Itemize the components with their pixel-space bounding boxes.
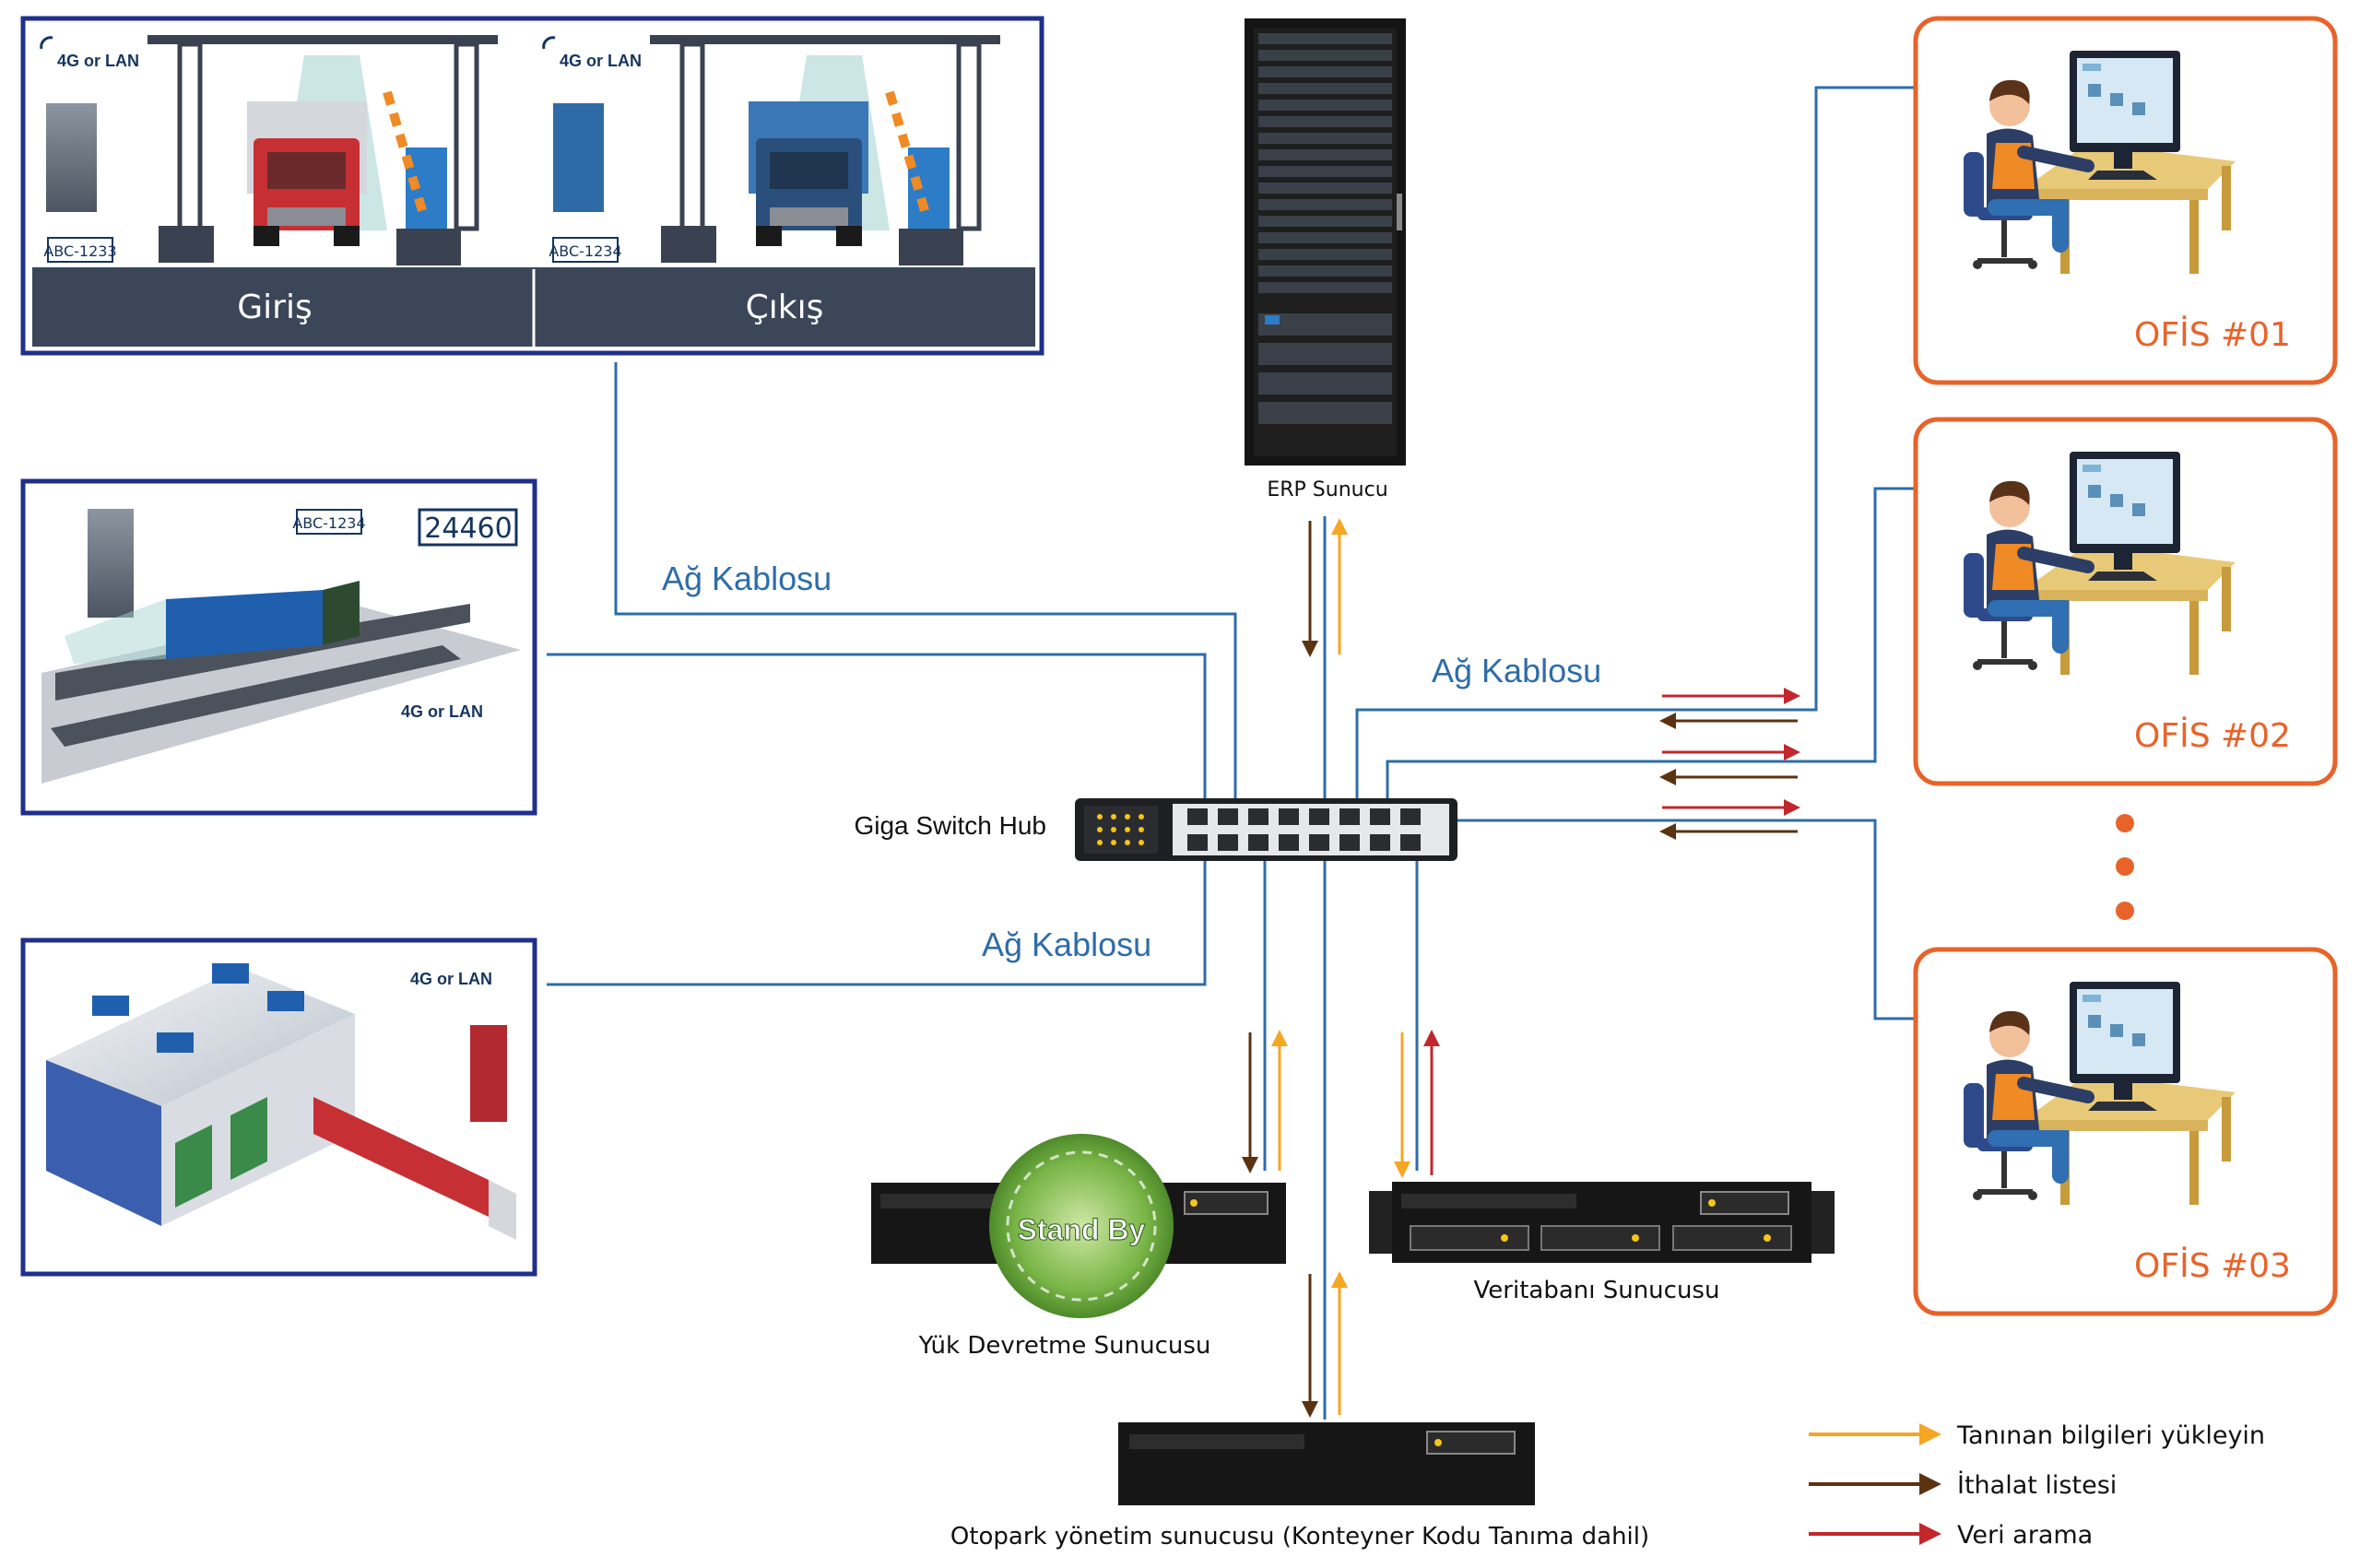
lane-label-entry: Giriş (237, 289, 312, 326)
gate-badge-right: 4G or LAN (560, 52, 642, 70)
exit-gate-illustration: 4G or LAN ABC-1234 (542, 35, 1000, 265)
weighbridge-badge: 4G or LAN (401, 702, 483, 721)
failover-server-label: Yük Devretme Sunucusu (918, 1332, 1211, 1360)
office-03: OFİS #03 (1913, 947, 2338, 1316)
weighbridge-panel: ABC-1234 24460 4G or LAN (20, 478, 537, 816)
legend: Tanınan bilgileri yükleyin İthalat liste… (1809, 1421, 2265, 1550)
standby-icon: Stand By (989, 1134, 1174, 1318)
legend-label-upload: Tanınan bilgileri yükleyin (1956, 1421, 2265, 1450)
cable-warehouse-to-switch (547, 843, 1207, 986)
erp-server-rack (1245, 18, 1406, 466)
database-server-label: Veritabanı Sunucusu (1474, 1277, 1720, 1304)
parking-management-server (1118, 1422, 1535, 1505)
gate-badge-left: 4G or LAN (57, 52, 139, 70)
entry-gate-illustration: 4G or LAN ABC-1233 (40, 35, 498, 265)
gate-plate-left: ABC-1233 (43, 242, 116, 260)
parking-server-label: Otopark yönetim sunucusu (Konteyner Kodu… (950, 1523, 1649, 1550)
gate-plate-right: ABC-1234 (549, 242, 621, 260)
cable-gate-to-switch (614, 362, 1237, 813)
erp-server-label: ERP Sunucu (1267, 478, 1387, 501)
database-server (1369, 1182, 1835, 1263)
weighbridge-plate: ABC-1234 (292, 514, 365, 532)
standby-badge-text: Stand By (1018, 1213, 1146, 1246)
cable-label-offices: Ağ Kablosu (1432, 652, 1601, 690)
giga-switch-hub (1075, 798, 1457, 861)
gate-panel: 4G or LAN ABC-1233 4G or LAN ABC-1234 (20, 16, 1044, 356)
weighbridge-weight-display: 24460 (424, 513, 512, 545)
warehouse-badge: 4G or LAN (410, 970, 492, 988)
office-label-01: OFİS #01 (2134, 315, 2291, 354)
failover-server: Stand By (871, 1134, 1286, 1318)
office-label-03: OFİS #03 (2134, 1246, 2291, 1285)
office-02: OFİS #02 (1913, 417, 2338, 786)
cable-label-warehouse: Ağ Kablosu (982, 925, 1151, 963)
flow-arrows (1242, 518, 1800, 1418)
more-offices-dots (2116, 814, 2134, 920)
legend-label-import: İthalat listesi (1957, 1470, 2117, 1500)
lane-label-exit: Çıkış (746, 289, 824, 326)
office-01: OFİS #01 (1913, 16, 2338, 385)
warehouse-panel: 4G or LAN (20, 937, 537, 1277)
switch-label: Giga Switch Hub (854, 811, 1046, 840)
cable-weighbridge-to-switch (547, 653, 1207, 813)
network-cables (547, 86, 2028, 1420)
office-label-02: OFİS #02 (2134, 716, 2291, 755)
cable-switch-to-office1 (1355, 86, 2002, 813)
cable-label-gate: Ağ Kablosu (662, 560, 832, 597)
legend-label-search: Veri arama (1957, 1521, 2093, 1550)
